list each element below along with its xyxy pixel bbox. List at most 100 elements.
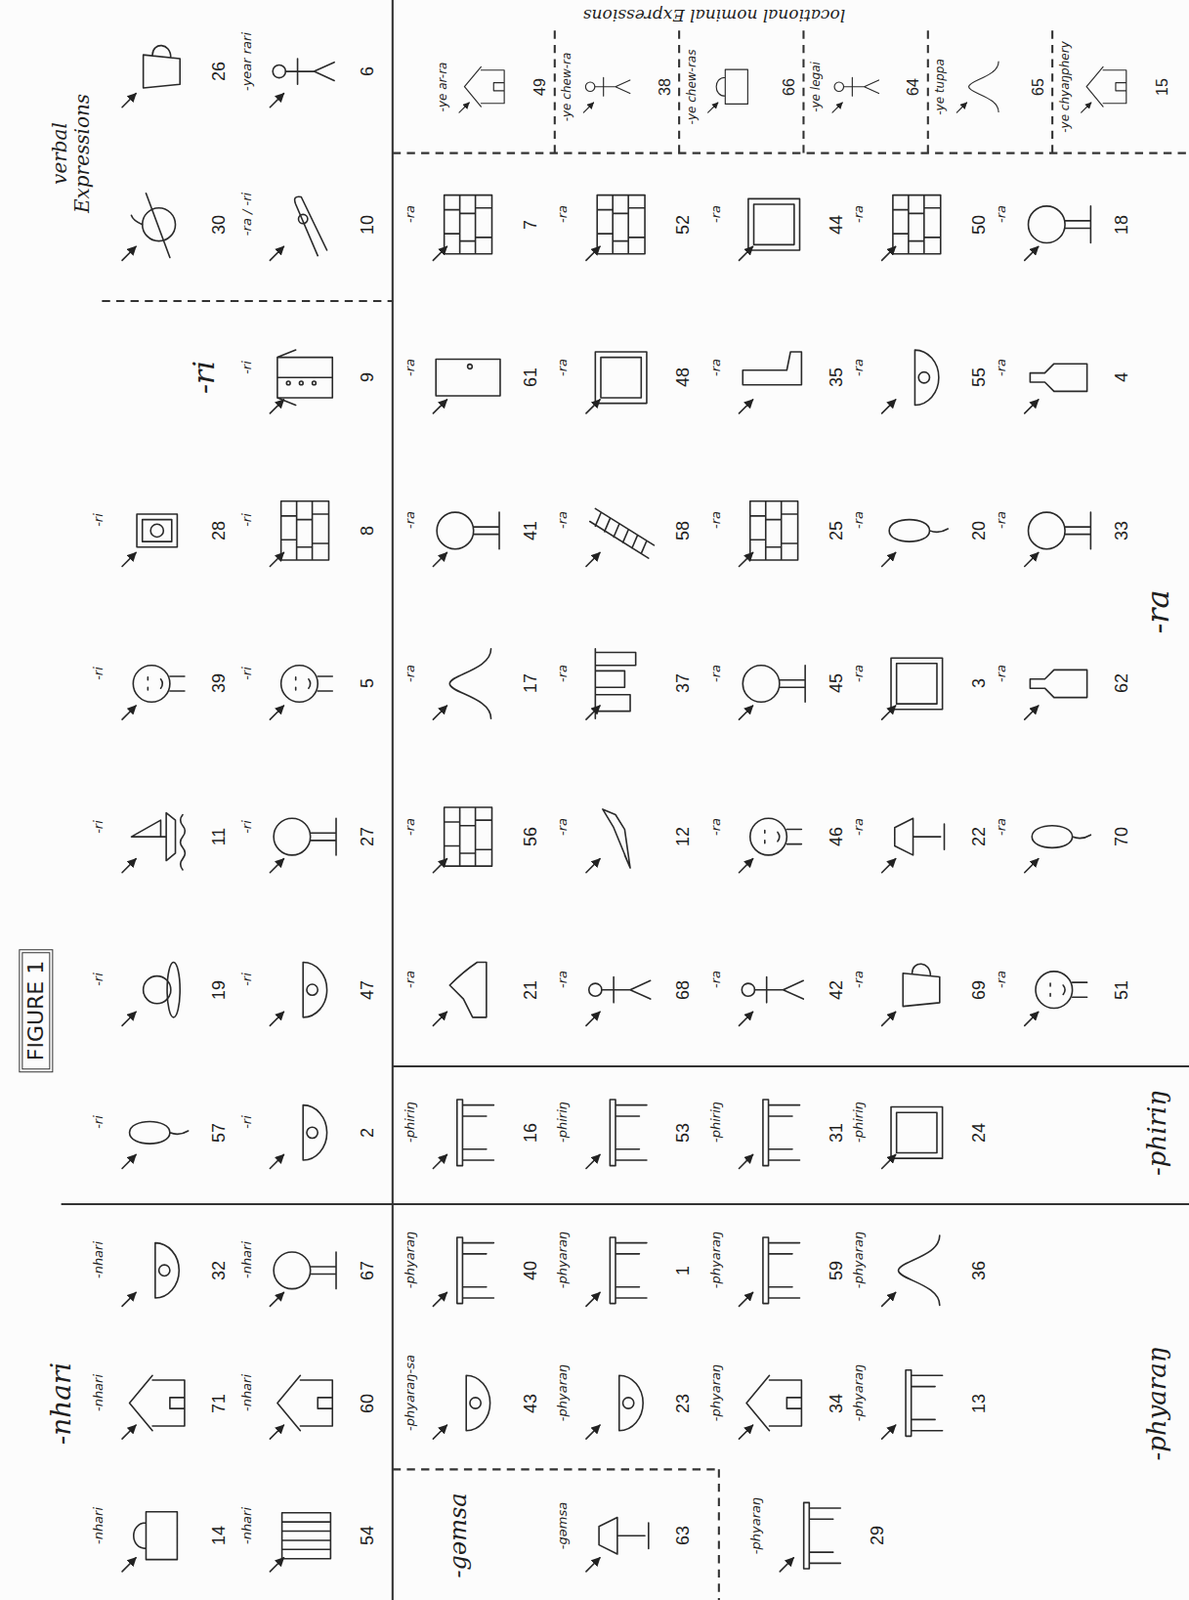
picture-sketch bbox=[586, 1236, 647, 1306]
pointer-arrow bbox=[882, 552, 896, 566]
sketch-stroke bbox=[273, 1251, 311, 1289]
picture-number: 29 bbox=[866, 1525, 888, 1545]
suffix-label: -ra bbox=[402, 664, 418, 682]
sketch-stroke bbox=[167, 961, 180, 1017]
suffix-label: -ri bbox=[239, 1115, 255, 1130]
suffix-label: -ra bbox=[708, 205, 723, 223]
suffix-label: -phyaraŋ bbox=[555, 1231, 571, 1288]
sketch-stroke bbox=[590, 508, 655, 558]
sketch-stroke bbox=[898, 1234, 940, 1305]
picture-sketch bbox=[122, 1511, 177, 1572]
sketch-stroke bbox=[272, 65, 286, 79]
picture-sketch bbox=[432, 1236, 494, 1306]
sketch-stroke bbox=[449, 648, 491, 719]
picture-sketch bbox=[739, 351, 803, 414]
picture-sketch bbox=[269, 961, 327, 1025]
picture-number: 23 bbox=[673, 1392, 694, 1412]
picture-number: 14 bbox=[209, 1525, 230, 1545]
suffix-label: -ra bbox=[993, 817, 1009, 836]
suffix-label: -ra bbox=[850, 510, 866, 529]
suffix-label: -ri bbox=[91, 972, 107, 986]
suffix-label: -ri bbox=[91, 666, 107, 680]
suffix-label: -ra bbox=[708, 664, 723, 682]
picture-sketch bbox=[586, 351, 647, 414]
pointer-arrow bbox=[1024, 246, 1039, 260]
pointer-arrow bbox=[269, 1153, 284, 1168]
picture-sketch bbox=[583, 77, 630, 113]
pointer-arrow bbox=[882, 1291, 896, 1306]
region-border bbox=[392, 1467, 720, 1470]
suffix-label: -phyaraŋ bbox=[708, 1231, 723, 1288]
picture-number: 5 bbox=[356, 678, 378, 688]
pointer-arrow bbox=[122, 246, 136, 260]
picture-number: 15 bbox=[1153, 78, 1172, 96]
suffix-label: -ri bbox=[239, 819, 255, 834]
picture-number: 67 bbox=[356, 1260, 378, 1280]
picture-number: 37 bbox=[673, 673, 694, 693]
pointer-arrow bbox=[122, 1153, 136, 1168]
group-heading: verbal Expressions bbox=[48, 84, 94, 222]
picture-number: 58 bbox=[673, 520, 694, 541]
group-heading: locational nominal Expressions bbox=[582, 4, 845, 25]
sketch-stroke bbox=[133, 1511, 178, 1560]
suffix-label: -phiriŋ bbox=[850, 1101, 866, 1143]
sketch-stroke bbox=[902, 963, 940, 1006]
sketch-stroke bbox=[594, 351, 647, 404]
sketch-stroke bbox=[159, 1264, 170, 1275]
suffix-label: -ra bbox=[850, 664, 866, 682]
picture-number: 34 bbox=[826, 1392, 848, 1412]
pointer-arrow bbox=[122, 1557, 136, 1572]
picture-number: 54 bbox=[356, 1525, 378, 1545]
picture-number: 31 bbox=[826, 1122, 848, 1143]
suffix-label: -ri bbox=[239, 666, 255, 680]
sketch-stroke bbox=[145, 193, 170, 258]
suffix-label: -ra bbox=[850, 817, 866, 836]
picture-sketch bbox=[122, 193, 175, 261]
suffix-label: -ra / -ri bbox=[239, 192, 255, 236]
suffix-label: -year rari bbox=[239, 32, 255, 91]
picture-sketch bbox=[269, 1251, 337, 1306]
picture-sketch bbox=[586, 976, 651, 1026]
picture-number: 21 bbox=[519, 979, 541, 1000]
picture-sketch bbox=[1081, 66, 1127, 113]
picture-number: 28 bbox=[209, 520, 230, 541]
suffix-label: -phyaraŋ-sa bbox=[402, 1354, 418, 1431]
suffix-label: -ra bbox=[993, 970, 1009, 988]
sketch-stroke bbox=[844, 77, 880, 96]
picture-number: 47 bbox=[356, 979, 378, 1000]
pointer-arrow bbox=[956, 102, 967, 113]
region-border bbox=[101, 299, 392, 302]
sketch-stroke bbox=[277, 1374, 333, 1430]
pointer-arrow bbox=[586, 1424, 600, 1439]
picture-sketch bbox=[122, 961, 180, 1025]
picture-sketch bbox=[586, 508, 655, 566]
picture-number: 61 bbox=[519, 367, 541, 387]
picture-number: 69 bbox=[969, 979, 990, 1000]
suffix-label: -ra bbox=[708, 970, 723, 988]
sketch-stroke bbox=[763, 1236, 801, 1304]
region-border bbox=[392, 1202, 1189, 1205]
picture-sketch bbox=[708, 69, 749, 113]
sketch-stroke bbox=[1064, 511, 1091, 550]
sketch-stroke bbox=[1086, 66, 1127, 107]
pointer-arrow bbox=[269, 399, 284, 414]
suffix-label: -nhari bbox=[91, 1240, 107, 1278]
picture-number: 40 bbox=[519, 1260, 541, 1280]
picture-number: 42 bbox=[826, 979, 848, 1000]
picture-sketch bbox=[739, 1099, 801, 1168]
pointer-arrow bbox=[882, 1153, 896, 1168]
picture-sketch bbox=[432, 511, 500, 566]
pointer-arrow bbox=[882, 246, 896, 260]
sketch-stroke bbox=[746, 1374, 802, 1430]
pointer-arrow bbox=[882, 399, 896, 414]
group-heading: -nhari bbox=[45, 1360, 78, 1444]
sketch-stroke bbox=[306, 983, 318, 995]
sketch-stroke bbox=[905, 1369, 943, 1437]
picture-number: 8 bbox=[356, 525, 378, 536]
sketch-stroke bbox=[129, 1374, 185, 1430]
pointer-arrow bbox=[586, 1011, 600, 1025]
suffix-label: -ra bbox=[402, 510, 418, 529]
picture-number: 68 bbox=[673, 979, 694, 1000]
pointer-arrow bbox=[122, 1424, 136, 1439]
